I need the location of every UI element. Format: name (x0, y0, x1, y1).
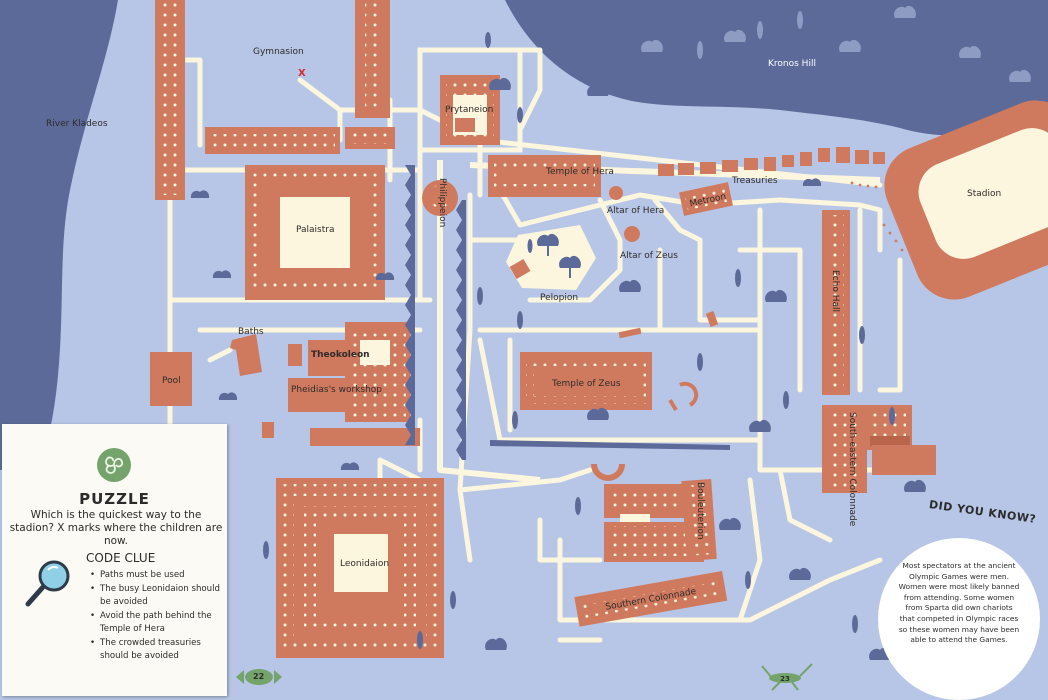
code-clue-title: CODE CLUE (86, 551, 156, 565)
did-you-know-circle (878, 538, 1040, 700)
baths (230, 334, 262, 376)
label-kronos-hill: Kronos Hill (768, 59, 816, 69)
puzzle-question: Which is the quickest way to the stadion… (9, 509, 223, 547)
kronos-hill (505, 0, 1048, 136)
puzzle-title: PUZZLE (79, 490, 150, 508)
code-clue-list: Paths must be used The busy Leonidaion s… (90, 569, 224, 664)
label-river: River Kladeos (46, 119, 108, 129)
children-location-x-mark: X (298, 68, 306, 79)
clue-item: Avoid the path behind the Temple of Hera (90, 610, 224, 636)
grasshopper-icon: 23 (761, 663, 813, 691)
label-palaistra: Palaistra (296, 225, 335, 235)
label-philippeion: Philippeion (437, 178, 447, 227)
label-temple-of-zeus: Temple of Zeus (551, 379, 621, 389)
label-baths: Baths (238, 327, 264, 337)
label-altar-of-zeus: Altar of Zeus (620, 251, 678, 261)
label-temple-of-hera: Temple of Hera (545, 167, 614, 177)
did-you-know-text: Most spectators at the ancient Olympic G… (898, 561, 1020, 645)
label-pelopion: Pelopion (540, 293, 578, 303)
puzzle-panel: PUZZLE Which is the quickest way to the … (2, 424, 227, 696)
triskele-icon (97, 448, 131, 482)
pool (150, 352, 192, 406)
treasuries (658, 147, 885, 176)
river-kladeos (0, 0, 118, 470)
label-leonidaion: Leonidaion (340, 559, 389, 569)
clue-item: Paths must be used (90, 569, 224, 582)
pheidias-workshop (288, 378, 346, 412)
label-prytaneion: Prytaneion (445, 105, 493, 115)
label-treasuries: Treasuries (731, 176, 778, 186)
page-number-left: 22 (253, 672, 265, 681)
label-gymnasion: Gymnasion (253, 47, 304, 57)
stadion-group: Stadion (884, 100, 1048, 300)
label-south-eastern-colonnade: South-eastern Colonnade (847, 412, 857, 527)
label-stadion: Stadion (967, 189, 1001, 199)
altar-of-zeus (624, 226, 640, 242)
decorative-trees (25, 32, 926, 660)
label-pool: Pool (162, 376, 181, 386)
page-number-right: 23 (780, 675, 790, 683)
label-altar-of-hera: Altar of Hera (607, 206, 664, 216)
clue-item: The crowded treasuries should be avoided (90, 637, 224, 663)
altar-of-hera (609, 186, 623, 200)
magnifying-glass-icon (25, 560, 70, 607)
label-pheidias-workshop: Pheidias's workshop (291, 385, 382, 395)
label-theokoleon: Theokoleon (311, 350, 370, 360)
clue-item: The busy Leonidaion should be avoided (90, 583, 224, 609)
label-echo-hall: Echo Hall (830, 270, 840, 312)
label-bouleuterion: Bouleuterion (695, 482, 705, 540)
page-number-badge-left (236, 669, 282, 685)
